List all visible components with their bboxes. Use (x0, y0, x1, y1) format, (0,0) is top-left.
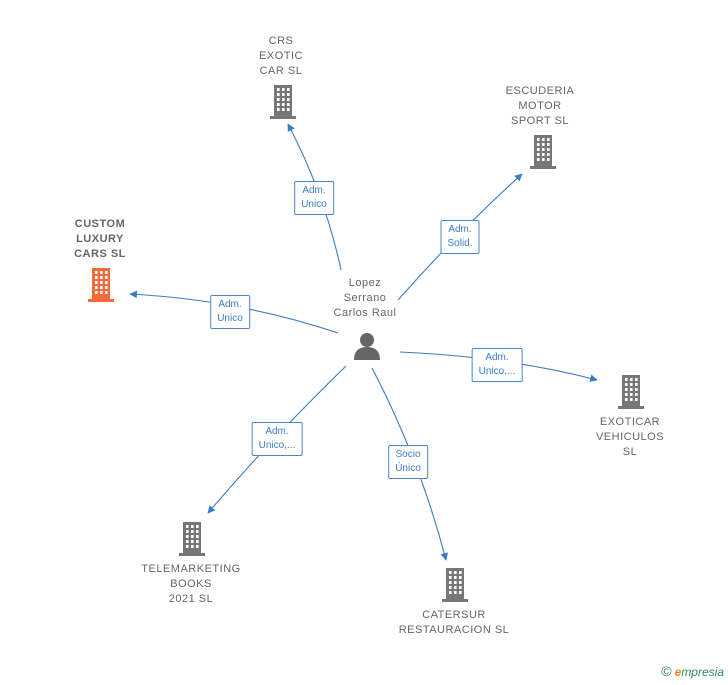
company-label-custom[interactable]: CUSTOM LUXURY CARS SL (74, 218, 126, 260)
company-label-telemarketing[interactable]: TELEMARKETING BOOKS 2021 SL (141, 563, 241, 605)
relation-label-custom[interactable]: Adm. Unico (210, 295, 250, 329)
relation-label-exoticar[interactable]: Adm. Unico,... (471, 348, 523, 382)
building-icon-exoticar[interactable] (616, 375, 646, 409)
copyright-icon: © (661, 663, 672, 679)
building-icon-catersur[interactable] (440, 568, 470, 602)
person-icon[interactable] (352, 331, 382, 361)
relation-label-telemarketing[interactable]: Adm. Unico,... (251, 422, 303, 456)
building-icon-telemarketing[interactable] (177, 522, 207, 556)
company-label-escuderia[interactable]: ESCUDERIA MOTOR SPORT SL (505, 85, 575, 127)
relation-label-crs[interactable]: Adm. Unico (294, 181, 334, 215)
person-name: Lopez Serrano Carlos Raul (333, 277, 397, 319)
building-icon-custom[interactable] (86, 268, 116, 302)
relation-label-catersur[interactable]: Socio Único (388, 445, 428, 479)
empresia-logo: ©empresia (661, 663, 724, 679)
company-label-crs[interactable]: CRS EXOTIC CAR SL (259, 35, 303, 77)
company-label-exoticar[interactable]: EXOTICAR VEHICULOS SL (595, 416, 665, 458)
building-icon-escuderia[interactable] (528, 135, 558, 169)
building-icon-crs[interactable] (268, 85, 298, 119)
company-label-catersur[interactable]: CATERSUR RESTAURACION SL (398, 609, 510, 636)
relation-label-escuderia[interactable]: Adm. Solid. (440, 220, 480, 254)
